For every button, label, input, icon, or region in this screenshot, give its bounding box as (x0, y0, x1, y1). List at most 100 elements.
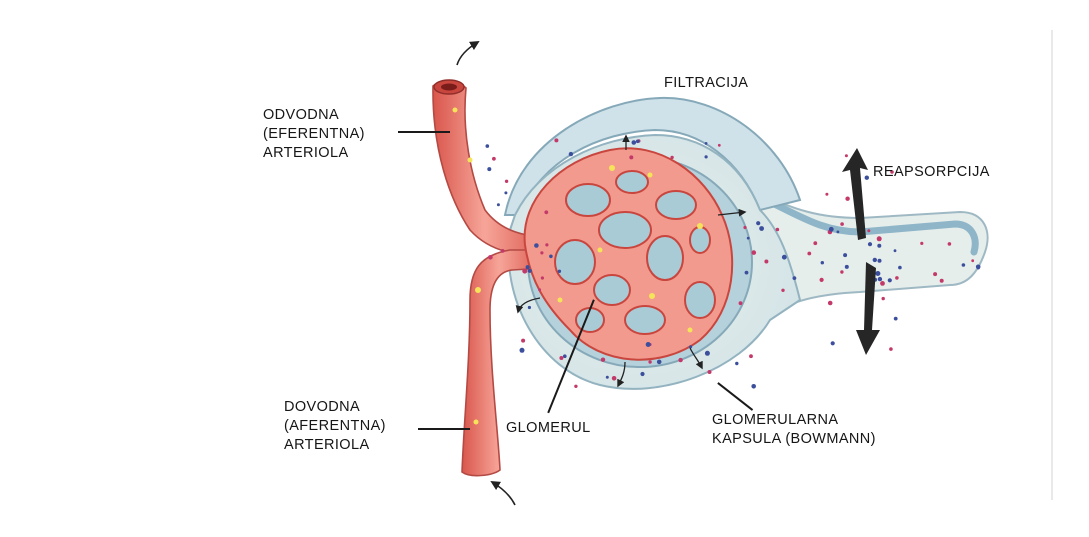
particle-dot (485, 144, 490, 148)
particle-dot (893, 316, 898, 321)
particle-dot (971, 259, 975, 263)
particle-dot (525, 265, 530, 270)
particle-dot (519, 347, 525, 353)
particle-dot (631, 140, 637, 145)
reabsorption-down-arrow (856, 262, 880, 355)
particle-dot (877, 258, 882, 263)
particle-dot (759, 226, 764, 231)
particle-dot (704, 350, 710, 356)
particle-dot (843, 253, 848, 258)
particle-dot (867, 242, 873, 247)
particle-dot (845, 196, 850, 201)
particle-dot (764, 259, 769, 264)
particle-dot (563, 354, 567, 359)
particle-dot (707, 370, 712, 374)
particle-dot (640, 371, 645, 377)
particle-dot (743, 225, 747, 230)
particle-dot (527, 268, 532, 273)
particle-dot (635, 139, 640, 144)
particle-dot (895, 276, 899, 280)
particle-dot (500, 249, 505, 253)
particle-dot (504, 179, 509, 183)
particle-dot (775, 227, 780, 232)
particle-dot (828, 226, 834, 232)
particle-dot (689, 345, 693, 349)
particle-dot (920, 241, 924, 245)
particle-dot (825, 192, 829, 196)
particle-dot (792, 276, 797, 280)
particle-dot (893, 249, 897, 253)
particle-dot (645, 342, 651, 347)
particle-dot (522, 268, 528, 274)
efferent-flow-arrow (456, 41, 480, 66)
reabsorption-up-arrow (842, 148, 868, 240)
particle-dot (534, 243, 539, 248)
particle-dot (751, 250, 757, 255)
afferent-arteriole-label: DOVODNA(AFERENTNA)ARTERIOLA (284, 399, 386, 453)
particle-dot (738, 301, 743, 306)
particle-dot (836, 230, 840, 234)
particle-dot (872, 257, 877, 263)
afferent-arteriole (461, 249, 546, 477)
particle-dot (881, 296, 885, 301)
particle-dot (890, 170, 894, 174)
particle-dot (827, 300, 833, 306)
particle-dot (574, 384, 578, 388)
particle-dot (877, 243, 882, 248)
particle-dot (933, 272, 938, 277)
particle-dot (545, 243, 549, 247)
particle-dot (544, 210, 549, 215)
particle-dot (704, 155, 708, 159)
particle-dot (889, 347, 893, 351)
particle-dot (496, 203, 500, 207)
page-edge (1051, 30, 1053, 500)
particle-dot (568, 151, 574, 157)
particle-dot (600, 357, 606, 362)
particle-dot (875, 271, 881, 276)
particle-dot (840, 270, 844, 274)
glomerulus-label: GLOMERUL (506, 420, 591, 436)
particle-dot (751, 384, 756, 389)
particle-dot (781, 254, 787, 260)
glomerulus-tuft (452, 107, 734, 425)
particle-dot (947, 242, 952, 246)
particle-dot (749, 354, 753, 359)
particle-dot (735, 361, 739, 366)
particle-dot (830, 341, 835, 346)
filtration-label: FILTRACIJA (664, 75, 749, 91)
particle-dot (819, 277, 824, 282)
particle-dot (876, 236, 882, 242)
particle-dot (704, 142, 708, 145)
particle-dot (976, 266, 980, 270)
particle-dot (538, 288, 542, 292)
particle-dot (880, 281, 885, 286)
particle-dot (781, 288, 785, 292)
particle-dot (746, 236, 750, 240)
particle-dot (527, 305, 532, 310)
particle-dot (549, 254, 553, 259)
afferent-leader-line (418, 428, 470, 430)
particle-dot (559, 356, 564, 360)
particle-dot (492, 156, 496, 161)
particle-dot (504, 191, 508, 195)
efferent-arteriole-label: ODVODNA(EFERENTNA)ARTERIOLA (263, 107, 365, 161)
particle-dot (717, 143, 721, 147)
particle-dot (488, 254, 493, 260)
particle-dot (554, 138, 559, 143)
particle-dot (961, 263, 966, 267)
particle-dot (648, 360, 652, 364)
particle-dot (813, 241, 818, 246)
particle-dot (629, 155, 634, 160)
particle-dot (678, 357, 683, 363)
particle-dot (557, 269, 562, 273)
particles (485, 138, 981, 389)
particle-dot (877, 276, 883, 282)
particle-dot (887, 278, 892, 283)
reabsorption-label: REAPSORPCIJA (873, 164, 990, 180)
particle-dot (939, 278, 944, 283)
particle-dot (807, 251, 812, 256)
particle-dot (540, 251, 544, 255)
particle-dot (898, 265, 902, 270)
particle-dot (487, 167, 492, 172)
